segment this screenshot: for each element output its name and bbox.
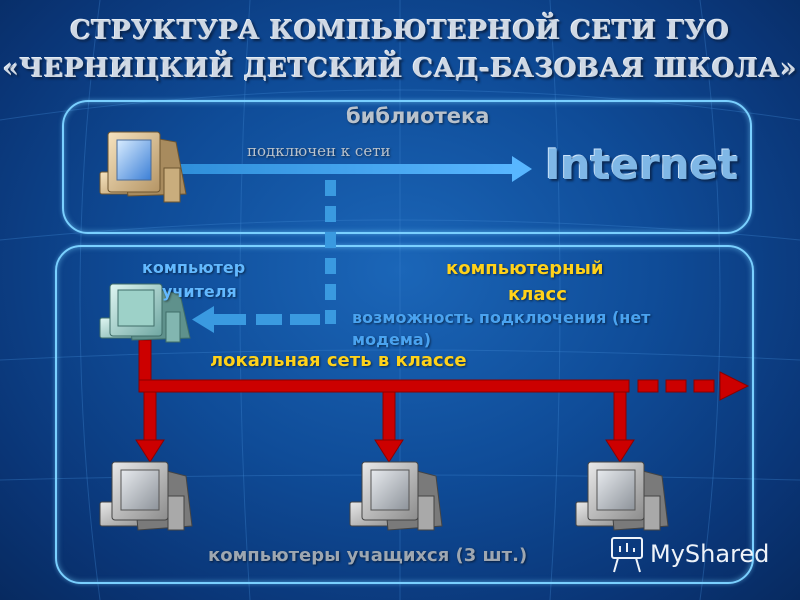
presentation-board-icon: [612, 538, 642, 572]
class-label-line-1: компьютерный: [446, 258, 603, 279]
students-label: компьютеры учащихся (3 шт.): [208, 545, 527, 566]
connected-label: подключен к сети: [247, 142, 391, 160]
student-computer-icon: [576, 462, 668, 530]
student-computer-icon: [100, 462, 192, 530]
library-label: библиотека: [346, 104, 489, 128]
library-computer-icon: [100, 132, 186, 202]
teacher-label-line-1: компьютер: [142, 258, 245, 277]
teacher-label-line-2: учителя: [162, 282, 237, 301]
lan-label: локальная сеть в классе: [210, 350, 467, 371]
internet-label: Internet: [545, 140, 738, 189]
possible-connection-dashed-line: [192, 180, 336, 333]
student-computer-icon: [350, 462, 442, 530]
possibility-label-line-2: модема): [352, 330, 431, 349]
class-label-line-2: класс: [508, 284, 567, 305]
watermark-text: MyShared: [650, 540, 769, 568]
possibility-label-line-1: возможность подключения (нет: [352, 308, 650, 327]
